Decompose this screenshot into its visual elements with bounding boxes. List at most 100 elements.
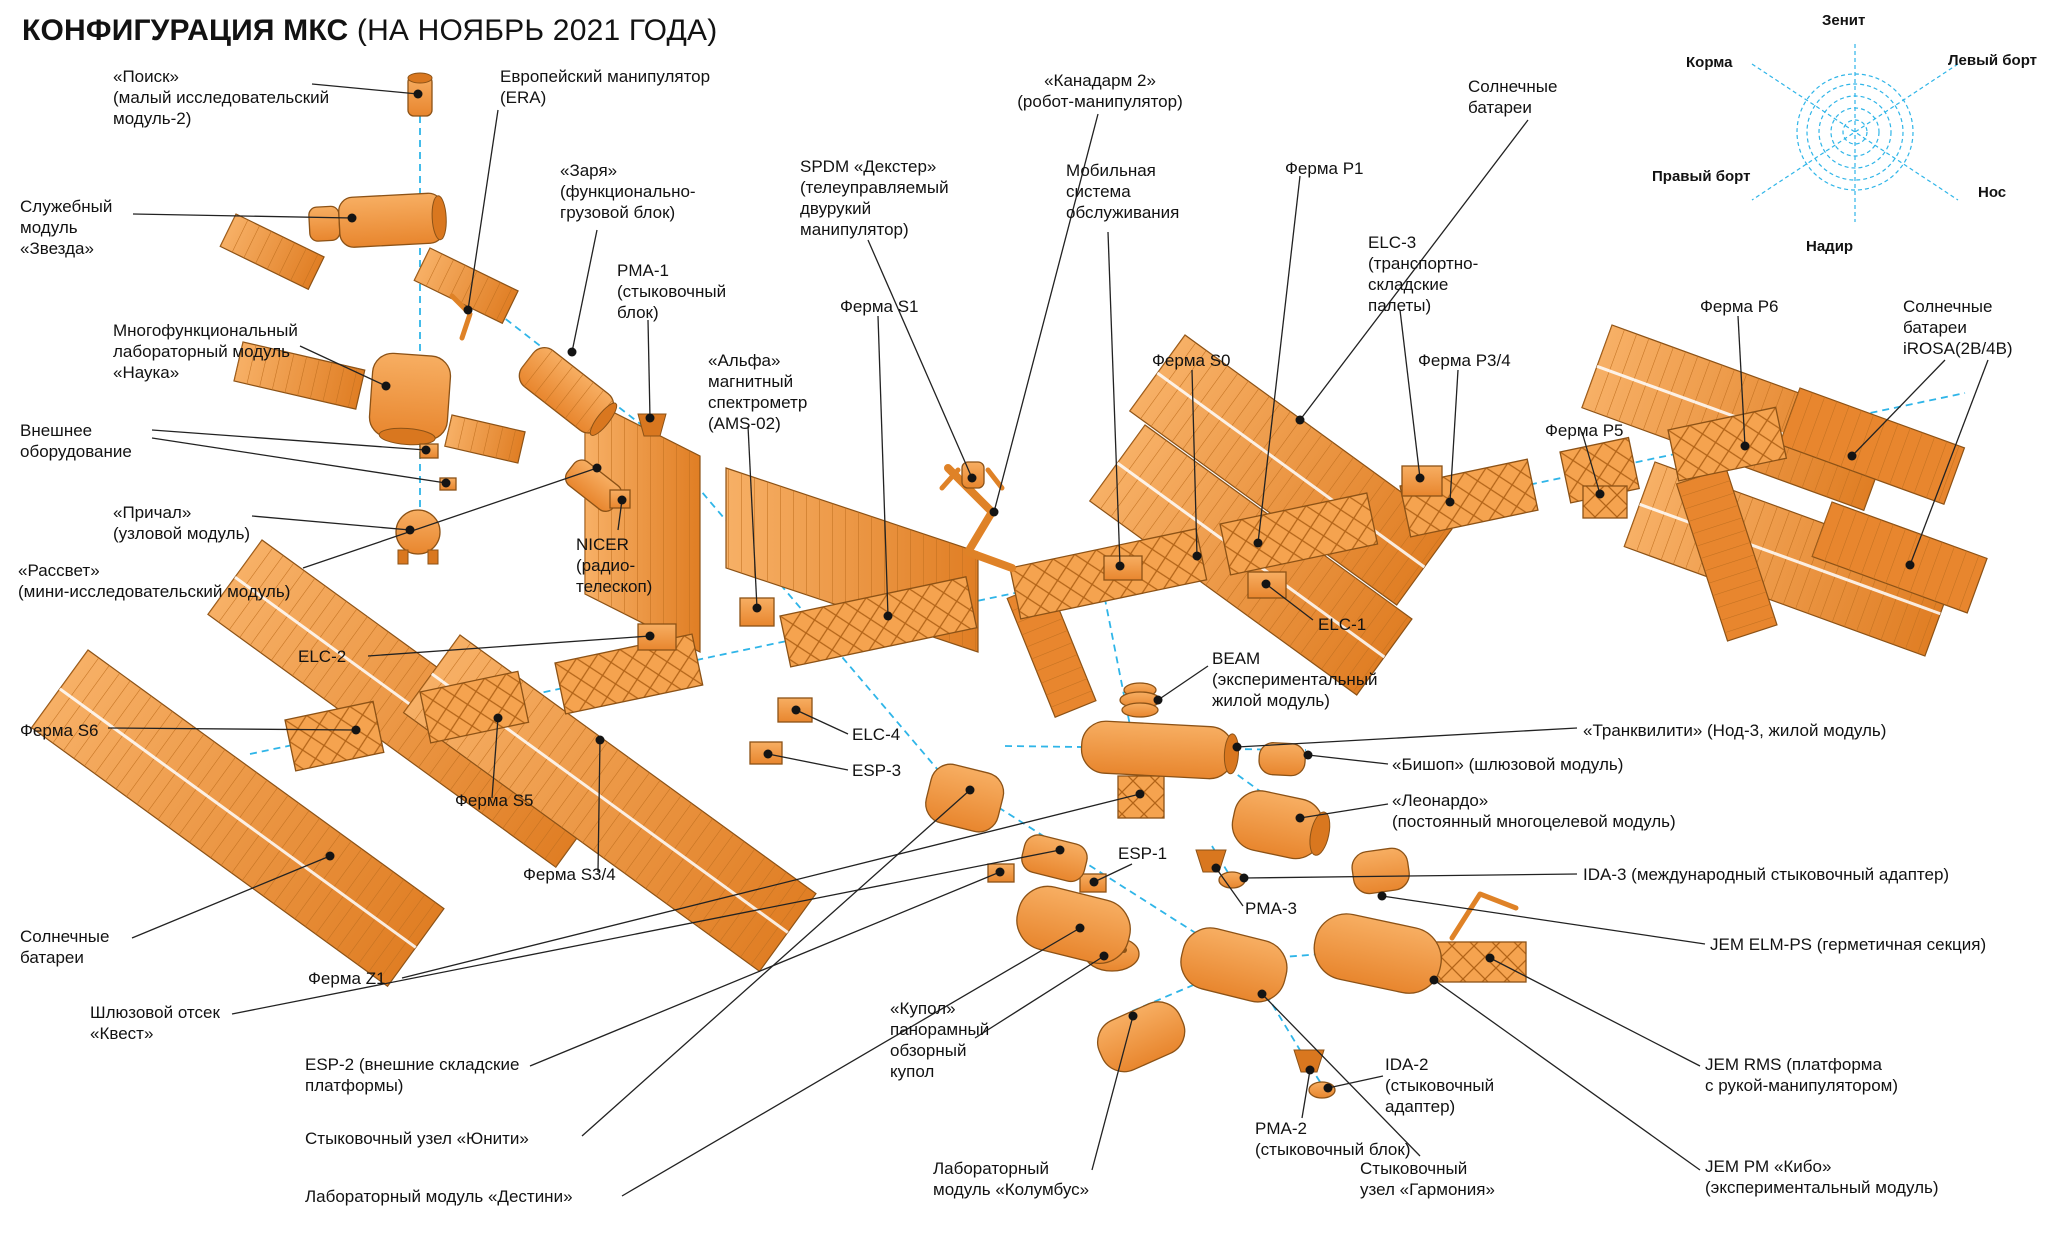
compass-port: Левый борт [1948, 52, 2038, 69]
label-poisk: «Поиск» (малый исследовательский модуль-… [113, 67, 330, 129]
label-truss-p5: Ферма P5 [1545, 421, 1624, 440]
label-esp3: ESP-3 [852, 761, 902, 780]
truss-p1 [1219, 492, 1379, 576]
label-kanadarm2: «Канадарм 2» (робот-манипулятор) [1017, 71, 1183, 112]
zarya-module [518, 347, 618, 436]
quest-airlock [1021, 834, 1088, 883]
jem-exposed-facility [1435, 941, 1527, 983]
label-jem-elm-ps: JEM ELM-PS (герметичная секция) [1710, 935, 1987, 954]
destiny-module [1016, 885, 1131, 964]
columbus-module [1097, 1001, 1186, 1073]
label-truss-p1: Ферма P1 [1285, 159, 1364, 178]
zvezda-module [308, 192, 447, 248]
jem-rms-arm [1449, 891, 1519, 941]
label-pma1: PMA-1 (стыковочный блок) [617, 261, 727, 323]
label-esp2: ESP-2 (внешние складские платформы) [305, 1055, 520, 1096]
label-zarya: «Заря» (функционально- грузовой блок) [560, 161, 696, 223]
label-nicer: NICER (радио- телескоп) [576, 535, 653, 597]
label-destiny: Лабораторный модуль «Дестини» [305, 1187, 573, 1206]
kibo-module [1313, 913, 1442, 994]
pma2-module [1293, 1049, 1325, 1073]
label-truss-s34: Ферма S3/4 [523, 865, 616, 884]
label-truss-s6: Ферма S6 [20, 721, 99, 740]
label-ams02: «Альфа» магнитный спектрометр (AMS-02) [708, 351, 808, 434]
title-suffix: (НА НОЯБРЬ 2021 ГОДА) [348, 14, 718, 47]
label-mss: Мобильная система обслуживания [1066, 161, 1180, 223]
truss-p3-p4 [1399, 458, 1539, 538]
compass-aft: Корма [1686, 54, 1733, 71]
label-truss-z1: Ферма Z1 [308, 969, 386, 988]
irosa-array-a [1778, 387, 1966, 506]
solar-arrays [30, 213, 1988, 988]
label-truss-s0: Ферма S0 [1152, 351, 1231, 370]
label-truss-s5: Ферма S5 [455, 791, 534, 810]
pma1-module [637, 413, 667, 437]
label-cupola: «Купол» панорамный обзорный купол [890, 999, 990, 1082]
label-rassvet: «Рассвет» (мини-исследовательский модуль… [18, 561, 291, 602]
label-truss-p34: Ферма P3/4 [1418, 351, 1511, 370]
pma3-module [1195, 849, 1227, 873]
label-solar-top: Солнечные батареи [1468, 77, 1558, 118]
main-truss [284, 406, 1788, 983]
label-leonardo: «Леонардо» (постоянный многоцелевой моду… [1392, 791, 1676, 832]
solar-wing-s6-outer [30, 649, 445, 988]
truss-p6 [1667, 406, 1788, 482]
label-nauka: Многофункциональный лабораторный модуль … [113, 321, 298, 383]
label-elc3: ELC-3 (транспортно- складские палеты) [1368, 233, 1479, 316]
label-solar-left: Солнечные батареи [20, 927, 110, 968]
label-irosa: Солнечные батареи iROSA(2B/4B) [1903, 297, 2013, 359]
label-elc1: ELC-1 [1318, 615, 1367, 634]
label-tranquility: «Транквилити» (Нод-3, жилой модуль) [1583, 721, 1887, 740]
label-jem-rms: JEM RMS (платформа с рукой-манипулятором… [1705, 1055, 1899, 1096]
jem-elm-ps-module [1351, 847, 1410, 895]
nauka-wing-left [233, 341, 366, 410]
nauka-module [368, 352, 452, 446]
truss-s3-s4 [554, 633, 704, 715]
robotic-arms [449, 293, 1519, 941]
unity-node [925, 763, 1005, 833]
label-columbus: Лабораторный модуль «Колумбус» [933, 1159, 1090, 1200]
center-panel-a [584, 397, 701, 653]
truss-s5 [419, 670, 530, 744]
compass-nose: Нос [1978, 184, 2007, 201]
poisk-module [407, 72, 433, 117]
orientation-compass [1751, 44, 1959, 222]
p5-pallet [1582, 485, 1628, 519]
label-era: Европейский манипулятор (ERA) [500, 67, 711, 108]
compass-nadir: Надир [1806, 238, 1854, 255]
label-quest: Шлюзовой отсек «Квест» [90, 1003, 220, 1044]
leonardo-module [1231, 790, 1331, 860]
prichal-module [395, 509, 441, 565]
title-main: КОНФИГУРАЦИЯ МКС [22, 14, 349, 47]
label-truss-s1: Ферма S1 [840, 297, 919, 316]
modules [308, 72, 1443, 1099]
label-bishop: «Бишоп» (шлюзовой модуль) [1392, 755, 1624, 774]
label-unity: Стыковочный узел «Юнити» [305, 1129, 529, 1148]
leader-dots [325, 89, 1915, 1093]
label-external-eq: Внешнее оборудование [20, 421, 132, 462]
leader-lines [107, 83, 1989, 1197]
label-spdm: SPDM «Декстер» (телеуправляемый двурукий… [800, 157, 949, 240]
compass-starboard: Правый борт [1652, 168, 1751, 185]
compass-zenith: Зенит [1822, 12, 1866, 29]
label-zvezda: Служебный модуль «Звезда» [20, 197, 113, 259]
label-truss-p6: Ферма P6 [1700, 297, 1779, 316]
label-jem-kibo: JEM PM «Кибо» (экспериментальный модуль) [1705, 1157, 1939, 1198]
label-elc2: ELC-2 [298, 647, 347, 666]
irosa-array-b [1811, 501, 1988, 614]
page-title: КОНФИГУРАЦИЯ МКС (НА НОЯБРЬ 2021 ГОДА) [22, 14, 717, 48]
label-beam: BEAM (экспериментальный жилой модуль) [1212, 649, 1378, 711]
harmony-node [1180, 927, 1288, 1003]
tranquility-module [1080, 720, 1240, 780]
truss-s6 [284, 700, 385, 772]
label-pma2: PMA-2 (стыковочный блок) [1255, 1119, 1411, 1160]
canadarm2-arm [944, 464, 1016, 572]
label-ida3: IDA-3 (международный стыковочный адаптер… [1583, 865, 1950, 884]
label-harmony: Стыковочный узел «Гармония» [1360, 1159, 1495, 1200]
nauka-wing-right [444, 414, 526, 464]
label-esp1: ESP-1 [1118, 844, 1168, 863]
label-pma3: PMA-3 [1245, 899, 1297, 918]
bishop-airlock [1258, 742, 1306, 777]
